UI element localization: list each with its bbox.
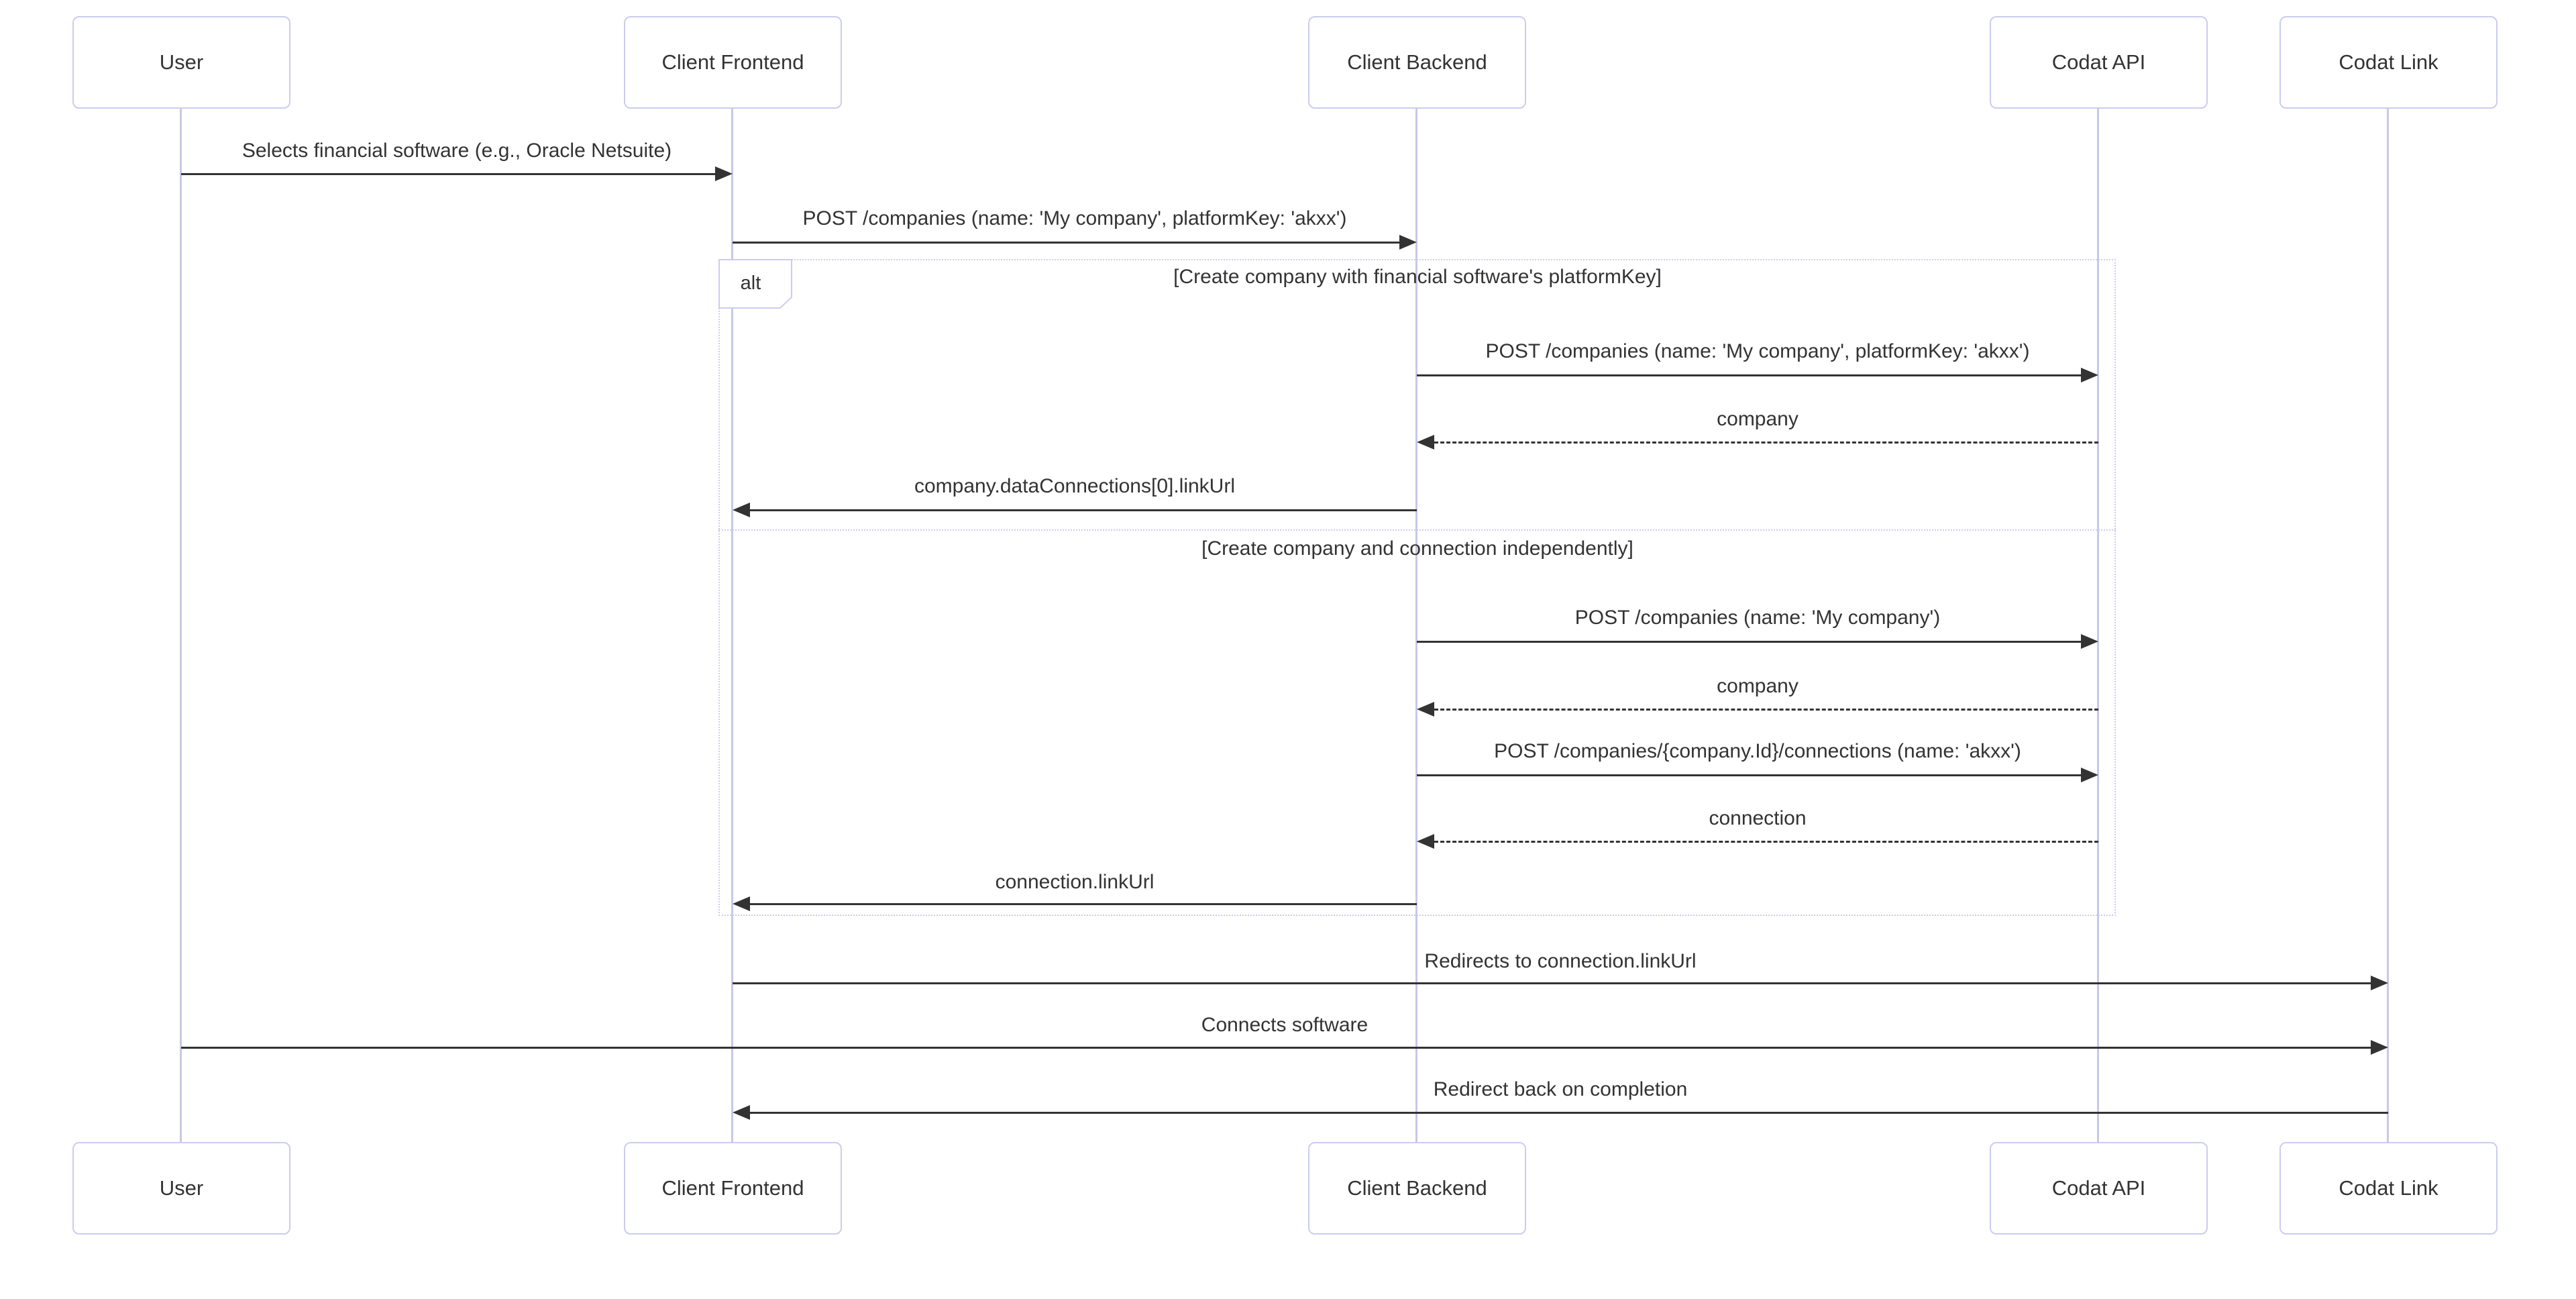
participant-top-codat-api: Codat API: [1990, 16, 2208, 109]
participant-bottom-client-backend: Client Backend: [1308, 1142, 1526, 1235]
arrowhead-icon: [2371, 1040, 2388, 1055]
message-line: [750, 903, 1417, 905]
message-label: company: [1717, 675, 1799, 697]
arrowhead-icon: [733, 896, 750, 911]
arrowhead-icon: [1399, 235, 1417, 250]
message-label: Selects financial software (e.g., Oracle…: [241, 140, 672, 162]
message-line: [181, 173, 716, 175]
alt-fragment-frame: [718, 259, 2116, 916]
participant-label: Client Backend: [1347, 50, 1487, 74]
message-label: company.dataConnections[0].linkUrl: [914, 475, 1236, 497]
alt-condition-1: [Create company with financial software'…: [1173, 266, 1662, 288]
message-line: [1417, 641, 2082, 643]
message-line: [733, 242, 1401, 244]
lifeline-client-backend: [1415, 107, 1417, 1142]
message-label: Redirect back on completion: [1433, 1078, 1688, 1100]
lifeline-user: [180, 107, 182, 1142]
arrowhead-icon: [733, 1105, 750, 1120]
participant-bottom-codat-api: Codat API: [1990, 1142, 2208, 1235]
arrowhead-icon: [733, 503, 750, 517]
participant-top-client-backend: Client Backend: [1308, 16, 1526, 109]
alt-operator-box: [718, 259, 792, 309]
arrowhead-icon: [1417, 834, 1434, 849]
participant-label: Codat API: [2051, 50, 2146, 74]
arrowhead-icon: [2081, 368, 2098, 382]
message-line: [1417, 774, 2082, 776]
participant-top-user: User: [72, 16, 290, 109]
participant-label: Client Frontend: [661, 1176, 804, 1200]
arrowhead-icon: [1417, 702, 1434, 717]
message-label: POST /companies/{company.Id}/connections…: [1494, 740, 2021, 762]
arrowhead-icon: [1417, 435, 1434, 450]
lifeline-codat-api: [2097, 107, 2099, 1142]
participant-label: Codat Link: [2339, 1176, 2438, 1200]
message-line: [1417, 374, 2082, 376]
participant-label: Client Frontend: [661, 50, 804, 74]
message-label: POST /companies (name: 'My company', pla…: [1485, 340, 2030, 362]
participant-label: User: [159, 50, 204, 74]
participant-label: Codat API: [2051, 1176, 2146, 1200]
alt-condition-2: [Create company and connection independe…: [1201, 537, 1633, 560]
message-line: [1434, 441, 2098, 444]
message-label: connection: [1709, 807, 1807, 829]
arrowhead-icon: [2081, 634, 2098, 649]
participant-top-codat-link: Codat Link: [2279, 16, 2498, 109]
message-label: Redirects to connection.linkUrl: [1424, 950, 1697, 972]
arrowhead-icon: [715, 166, 733, 181]
participant-label: User: [159, 1176, 204, 1200]
message-label: Connects software: [1201, 1014, 1368, 1036]
participant-label: Codat Link: [2339, 50, 2438, 74]
lifeline-codat-link: [2387, 107, 2389, 1142]
message-line: [1434, 709, 2098, 711]
participant-bottom-client-frontend: Client Frontend: [624, 1142, 842, 1235]
lifeline-client-frontend: [731, 107, 733, 1142]
alt-branch-divider: [718, 529, 2116, 531]
message-label: company: [1717, 408, 1799, 430]
message-line: [750, 509, 1417, 511]
message-label: POST /companies (name: 'My company'): [1574, 607, 1941, 629]
arrowhead-icon: [2081, 768, 2098, 782]
message-label: POST /companies (name: 'My company', pla…: [802, 207, 1347, 229]
message-line: [750, 1112, 2388, 1114]
arrowhead-icon: [2371, 976, 2388, 990]
participant-bottom-user: User: [72, 1142, 290, 1235]
participant-top-client-frontend: Client Frontend: [624, 16, 842, 109]
alt-operator-label: alt: [740, 272, 761, 294]
message-line: [181, 1047, 2371, 1049]
message-line: [733, 982, 2371, 984]
message-line: [1434, 841, 2098, 843]
message-label: connection.linkUrl: [995, 871, 1155, 893]
participant-label: Client Backend: [1347, 1176, 1487, 1200]
participant-bottom-codat-link: Codat Link: [2279, 1142, 2498, 1235]
